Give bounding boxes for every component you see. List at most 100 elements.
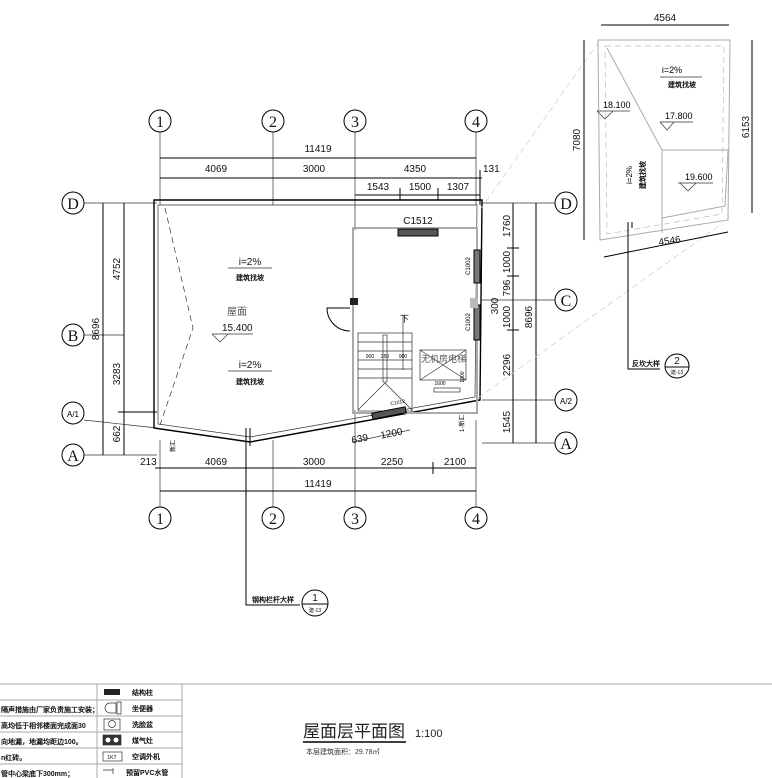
- window-label: C1002: [466, 313, 472, 331]
- axis-bubbles-bottom: 1 2 3 4: [148, 506, 488, 530]
- callout-sheet: 建-13: [671, 369, 683, 376]
- window-label: C1002: [466, 257, 472, 275]
- callout-label: 钢构栏杆大样: [252, 595, 294, 604]
- dim-text: 2250: [381, 457, 404, 468]
- elevator-dim: 1800: [460, 371, 466, 382]
- roof-label: 屋面: [227, 306, 247, 318]
- axis-label: 1: [156, 511, 164, 528]
- axis-bubbles-top: 1 2 3 4: [148, 109, 488, 133]
- note-line: 向地漏，地漏均距边100。: [1, 737, 83, 746]
- note-line: 高均低于相邻楼面完成面30: [1, 721, 86, 730]
- dim-text: 8696: [524, 305, 535, 328]
- dim-text: 131: [483, 164, 500, 175]
- roof-annotations: i=2% 建筑找坡 屋面 15.400 i=2% 建筑找坡: [211, 257, 272, 386]
- slope-note: 建筑找坡: [236, 377, 265, 386]
- dim-text: 8696: [91, 317, 102, 340]
- elevation-text: 15.400: [222, 323, 253, 334]
- legend-label: 煤气灶: [132, 736, 153, 745]
- gas-stove-icon: [102, 734, 122, 746]
- dim-text: 662: [112, 425, 123, 442]
- dim-text: 1545: [502, 410, 513, 433]
- dim-text: 1500: [409, 182, 432, 193]
- dim-text: 4069: [205, 457, 228, 468]
- detail-callout-2: 反坎大样 2 建-13: [627, 228, 690, 379]
- note-line: n红砖。: [1, 753, 26, 762]
- axis-label: 2: [269, 511, 277, 528]
- small-tag: 1-新汇: [458, 415, 466, 432]
- axis-label: D: [67, 196, 79, 213]
- stair-dim: 250: [381, 354, 390, 360]
- slope-text: i=2%: [239, 360, 262, 371]
- grid-lines: [83, 132, 555, 507]
- axis-label: 3: [351, 114, 359, 131]
- legend-label: 洗脸盆: [132, 720, 154, 729]
- left-dimensions: 8696 4752 3283 662: [91, 203, 157, 455]
- stair-dim: 900: [399, 354, 408, 360]
- elevation-text: 17.800: [665, 111, 693, 121]
- axis-label: 1: [156, 114, 164, 131]
- legend-label: 空调外机: [132, 752, 160, 761]
- slope-text: i=2%: [662, 65, 682, 75]
- callout-number: 1: [312, 593, 318, 604]
- dim-text: 6153: [741, 115, 752, 138]
- drawing-title: 屋面层平面图 1:100 本层建筑面积：29.78㎡: [303, 722, 443, 756]
- callout-number: 2: [674, 356, 680, 367]
- axis-label: D: [560, 196, 572, 213]
- right-dimensions: 1760 1000 796 300 1000 2296 1545 8696: [490, 203, 537, 443]
- axis-label: A: [67, 448, 79, 465]
- dim-text: 3000: [303, 164, 326, 175]
- top-dimensions: 11419 4069 3000 4350 131 1543 1500 1307: [160, 144, 500, 205]
- roof-outline: [153, 199, 483, 446]
- dim-text: 4350: [404, 164, 427, 175]
- dim-text: 4546: [658, 234, 682, 248]
- note-line: 管中心梁底下300mm；: [1, 769, 74, 778]
- dim-text: 11419: [304, 144, 332, 155]
- title-area: 本层建筑面积：29.78㎡: [306, 747, 380, 756]
- ac-tag: 1KT: [107, 755, 116, 761]
- dim-text: 1760: [502, 214, 513, 237]
- dim-text: 3000: [303, 457, 326, 468]
- dim-text: 3283: [112, 362, 123, 385]
- callout-label: 反坎大样: [632, 359, 660, 368]
- bottom-dimensions: 213 4069 3000 2250 2100 11419: [140, 457, 476, 492]
- axis-label: A/1: [67, 410, 80, 419]
- axis-bubbles-right: D C A/2 A: [554, 191, 578, 455]
- stair-dim: 1200: [380, 427, 404, 442]
- dim-text: 11419: [304, 479, 332, 490]
- window-label: C1012: [390, 399, 406, 408]
- title-scale: 1:100: [415, 728, 443, 740]
- slope-note: 建筑找坡: [668, 80, 697, 89]
- small-tag: 新汇: [169, 440, 177, 452]
- dim-text: 1000: [502, 305, 513, 328]
- slope-note: 建筑找坡: [236, 273, 265, 282]
- dim-text: 213: [140, 457, 157, 468]
- axis-label: 4: [472, 511, 480, 528]
- elevation-text: 18.100: [603, 100, 631, 110]
- dim-text: 4564: [654, 13, 677, 24]
- pvc-pipe-icon: [103, 768, 114, 774]
- dim-text: 4069: [205, 164, 228, 175]
- dim-text: 7080: [572, 128, 583, 151]
- detail-callout-1: 钢构栏杆大样 1 建-13: [245, 446, 329, 617]
- down-label: 下: [400, 314, 409, 324]
- ac-unit-icon: [102, 751, 123, 762]
- elevator-dim: 1600: [434, 381, 445, 387]
- elevation-text: 19.600: [685, 172, 713, 182]
- dim-text: 1543: [367, 182, 390, 193]
- slope-note: 建筑找坡: [638, 160, 647, 189]
- callout-sheet: 建-13: [309, 607, 321, 614]
- elevator-label: 无机房电梯: [421, 353, 466, 364]
- dim-text: 1307: [447, 182, 470, 193]
- dim-text: 4752: [112, 257, 123, 280]
- dim-text: 300: [490, 297, 501, 314]
- detail-inset: 4564 7080 6153 4546 i=2% 建筑找坡 18.100 17.…: [477, 13, 753, 399]
- axis-label: A: [560, 436, 572, 453]
- dim-text: 1000: [502, 250, 513, 273]
- stair-dim: 900: [366, 354, 375, 360]
- dim-text: 2100: [444, 457, 467, 468]
- washbasin-icon: [103, 718, 121, 731]
- slope-text: i=2%: [239, 257, 262, 268]
- slope-text: i=2%: [625, 166, 634, 184]
- axis-label: 2: [269, 114, 277, 131]
